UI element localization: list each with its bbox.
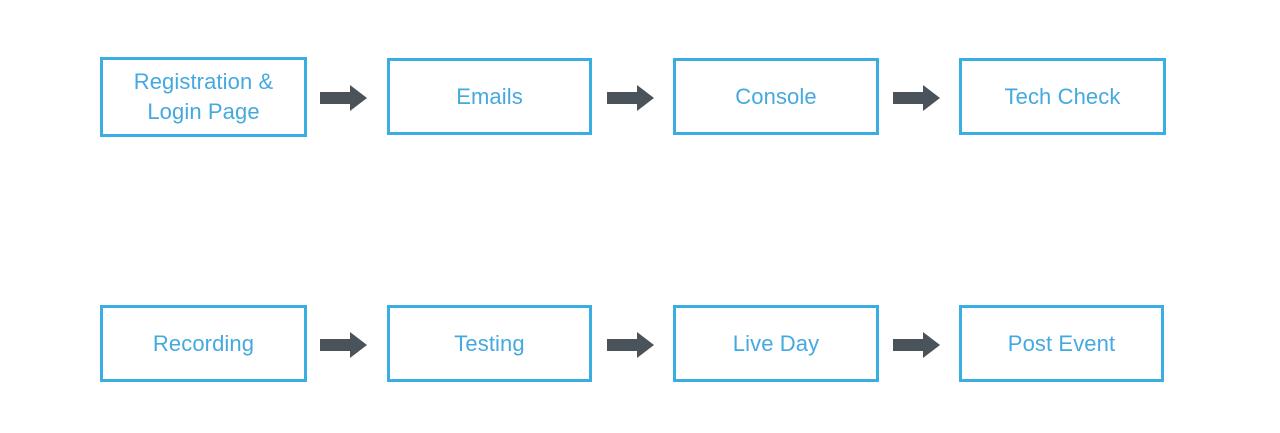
node-label: Tech Check [1004, 83, 1121, 109]
arrow-right-icon [893, 332, 940, 358]
node-label: Post Event [1007, 330, 1116, 356]
node-label: Live Day [732, 330, 820, 356]
node-label: Recording [152, 330, 255, 356]
node-live-day[interactable]: Live Day [673, 305, 879, 382]
node-emails[interactable]: Emails [387, 58, 592, 135]
node-testing[interactable]: Testing [387, 305, 592, 382]
node-label: Testing [454, 330, 525, 356]
node-post-event[interactable]: Post Event [959, 305, 1164, 382]
arrow-right-icon [607, 332, 654, 358]
node-recording[interactable]: Recording [100, 305, 307, 382]
arrow-right-icon [320, 332, 367, 358]
node-label: Emails [456, 83, 523, 109]
arrow-right-icon [320, 85, 367, 111]
node-tech-check[interactable]: Tech Check [959, 58, 1166, 135]
arrow-right-icon [893, 85, 940, 111]
node-registration-login-page[interactable]: Registration & Login Page [100, 57, 307, 137]
node-label: Console [735, 83, 817, 109]
node-console[interactable]: Console [673, 58, 879, 135]
arrow-right-icon [607, 85, 654, 111]
node-label: Registration & Login Page [133, 69, 274, 124]
